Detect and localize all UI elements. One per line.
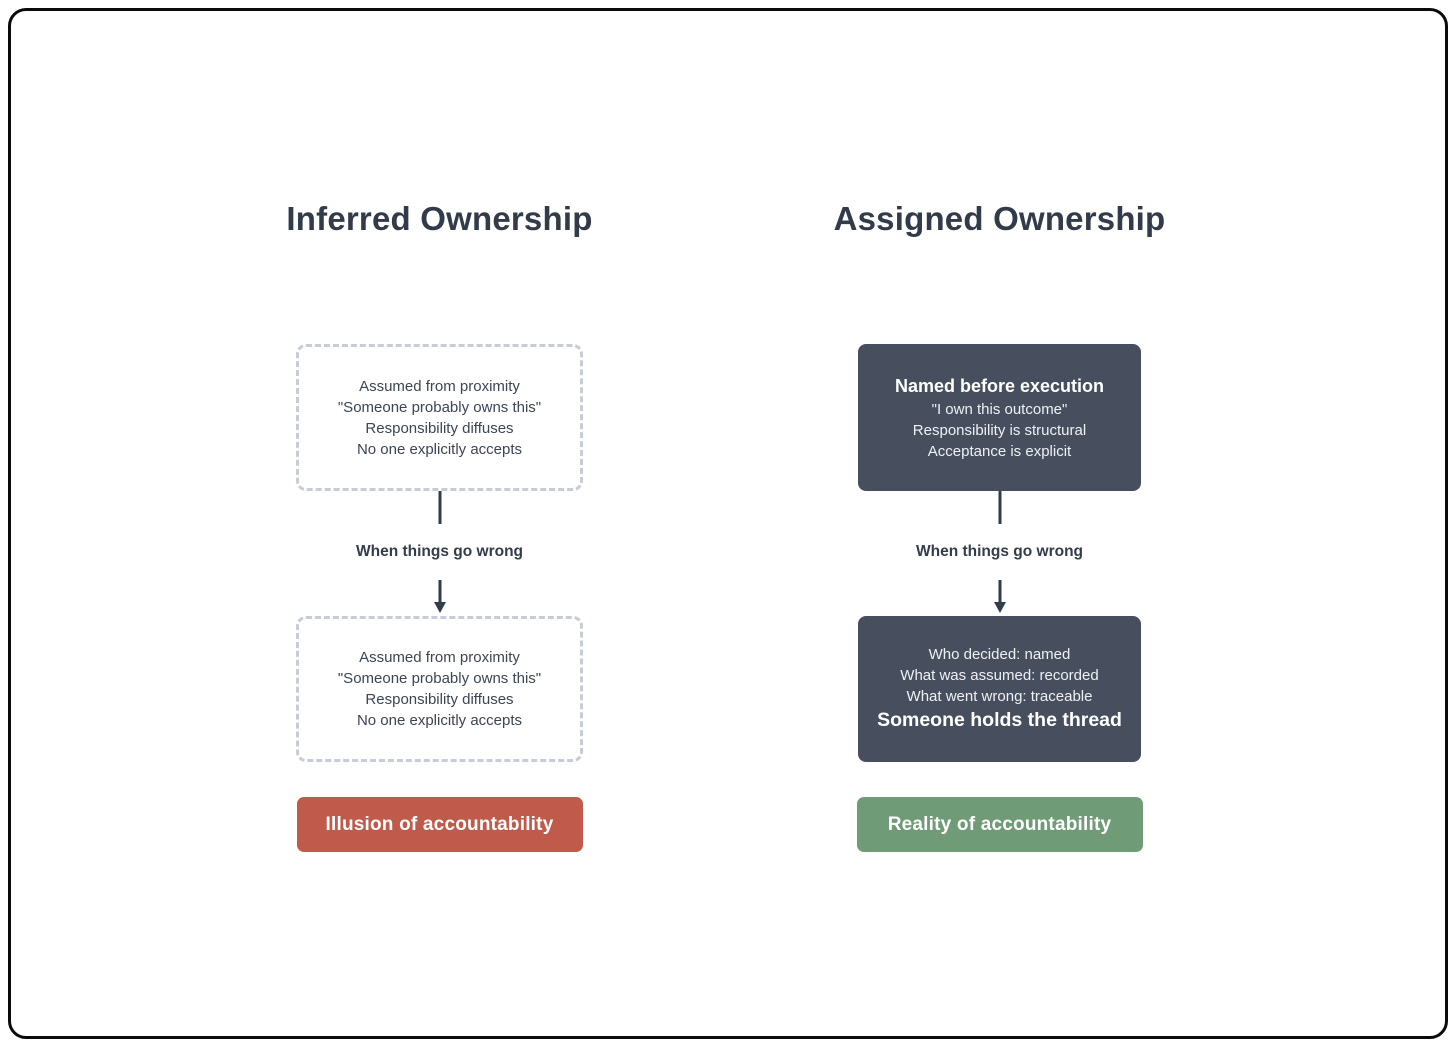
box-line: What was assumed: recorded bbox=[900, 667, 1099, 684]
box-line: What went wrong: traceable bbox=[906, 688, 1093, 705]
box-line: Responsibility is structural bbox=[912, 421, 1087, 439]
box-line: Assumed from proximity bbox=[359, 377, 520, 395]
inferred-before-box: Assumed from proximity "Someone probably… bbox=[296, 344, 583, 491]
assigned-after-box: Who decided: named What was assumed: rec… bbox=[858, 616, 1141, 762]
box-emphasis: Someone holds the thread bbox=[877, 709, 1122, 731]
assigned-before-box: Named before execution "I own this outco… bbox=[858, 344, 1141, 491]
box-line: Who decided: named bbox=[928, 646, 1071, 663]
box-line: Responsibility diffuses bbox=[365, 419, 514, 437]
column-inferred-ownership: Inferred Ownership Assumed from proximit… bbox=[286, 0, 592, 1047]
box-line: No one explicitly accepts bbox=[356, 712, 523, 729]
arrow-line-bottom bbox=[438, 580, 441, 603]
arrow-down-icon bbox=[993, 602, 1006, 613]
badge-illusion-of-accountability: Illusion of accountability bbox=[296, 797, 583, 852]
arrow-line-top bbox=[438, 491, 441, 524]
column-title-assigned: Assigned Ownership bbox=[833, 200, 1166, 237]
arrow-down-icon bbox=[433, 602, 446, 613]
box-line: Acceptance is explicit bbox=[927, 442, 1072, 460]
box-line: Responsibility diffuses bbox=[365, 691, 514, 708]
box-line: No one explicitly accepts bbox=[356, 440, 523, 458]
column-title-inferred: Inferred Ownership bbox=[286, 200, 593, 237]
box-heading: Named before execution bbox=[894, 375, 1105, 396]
badge-reality-of-accountability: Reality of accountability bbox=[856, 797, 1143, 852]
box-line: Assumed from proximity bbox=[359, 649, 520, 666]
box-line: "Someone probably owns this" bbox=[337, 670, 542, 687]
box-line: "I own this outcome" bbox=[931, 400, 1068, 418]
diagram-frame bbox=[8, 8, 1448, 1039]
box-line: "Someone probably owns this" bbox=[337, 398, 542, 416]
arrow-line-top bbox=[998, 491, 1001, 524]
column-assigned-ownership: Assigned Ownership Named before executio… bbox=[834, 0, 1165, 1047]
arrow-label: When things go wrong bbox=[355, 543, 524, 560]
inferred-after-box: Assumed from proximity "Someone probably… bbox=[296, 616, 583, 762]
arrow-line-bottom bbox=[998, 580, 1001, 603]
arrow-label: When things go wrong bbox=[915, 543, 1084, 560]
